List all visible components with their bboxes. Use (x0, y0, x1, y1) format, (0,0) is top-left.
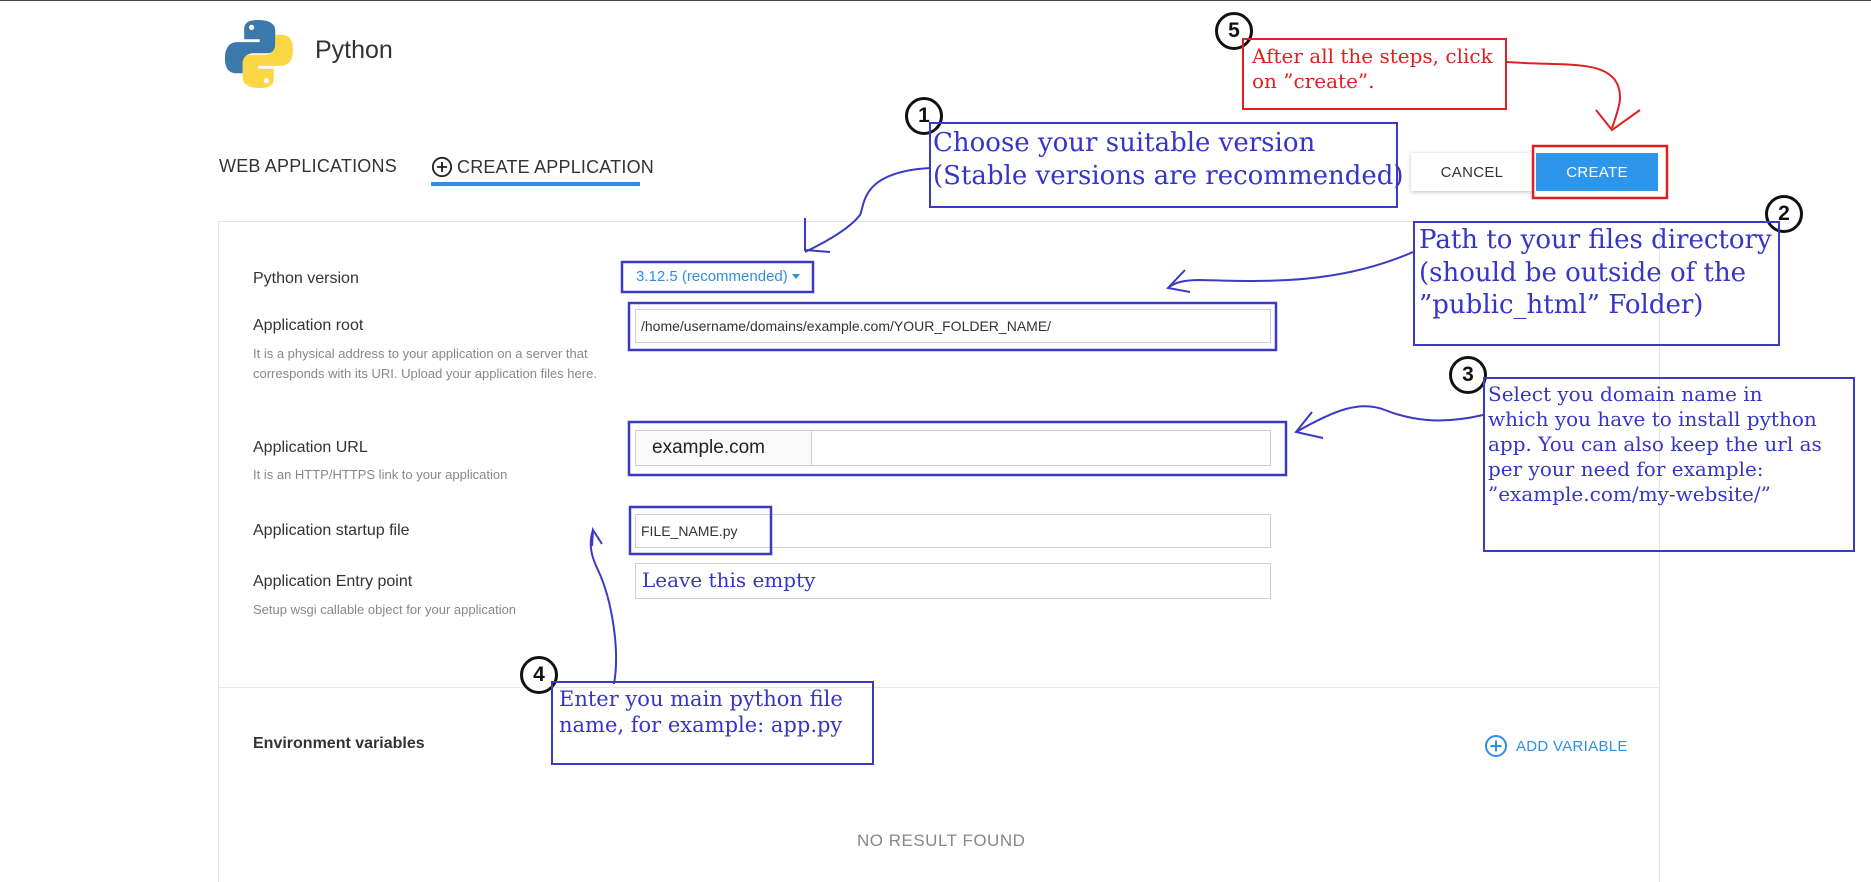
annotation-leave-empty: Leave this empty (642, 568, 816, 592)
startup-file-label: Application startup file (253, 522, 410, 539)
python-logo-icon (224, 19, 294, 89)
section-divider (218, 687, 1659, 688)
app-url-field: example.com (635, 430, 1271, 466)
step-5-text: After all the steps, click on ”create”. (1252, 44, 1493, 93)
window-top-border (0, 0, 1871, 1)
entry-point-description: Setup wsgi callable object for your appl… (253, 602, 517, 617)
create-button[interactable]: CREATE (1536, 153, 1658, 191)
plus-circle-icon (1485, 735, 1507, 757)
step-1-text: Choose your suitable version (Stable ver… (933, 128, 1404, 191)
entry-point-label: Application Entry point (253, 573, 413, 590)
step-3-callout (1483, 377, 1855, 552)
step-3-marker: 3 (1449, 356, 1487, 394)
cancel-button[interactable]: CANCEL (1411, 153, 1533, 191)
add-variable-button[interactable]: ADD VARIABLE (1484, 734, 1628, 758)
app-title: Python (315, 36, 393, 64)
python-version-value: 3.12.5 (recommended) (636, 268, 788, 285)
step-4-callout (551, 681, 874, 765)
python-version-select[interactable]: 3.12.5 (recommended) (636, 268, 800, 285)
step-1-callout (929, 122, 1398, 208)
caret-down-icon (791, 274, 800, 279)
app-url-label: Application URL (253, 439, 368, 456)
app-url-description: It is an HTTP/HTTPS link to your applica… (253, 467, 508, 482)
step-2-marker: 2 (1765, 195, 1803, 233)
plus-circle-icon (431, 156, 453, 178)
app-root-label: Application root (253, 317, 364, 334)
step-4-text: Enter you main python file name, for exa… (559, 687, 843, 738)
python-version-label: Python version (253, 270, 359, 287)
app-root-input[interactable] (635, 309, 1271, 343)
step-5-marker: 5 (1215, 12, 1253, 50)
startup-file-input[interactable] (635, 514, 1271, 548)
app-root-description: It is a physical address to your applica… (253, 346, 597, 381)
tab-create-application[interactable]: CREATE APPLICATION (431, 156, 654, 178)
app-url-path-input[interactable] (812, 431, 1270, 465)
env-empty-state: NO RESULT FOUND (857, 831, 1026, 850)
add-variable-label: ADD VARIABLE (1516, 737, 1628, 755)
active-tab-indicator (431, 182, 640, 186)
tab-create-label: CREATE APPLICATION (457, 156, 654, 177)
step-5-callout (1242, 38, 1507, 110)
step-2-callout (1413, 221, 1780, 346)
entry-point-input[interactable]: Leave this empty (635, 563, 1271, 599)
env-variables-title: Environment variables (253, 735, 425, 752)
step-1-marker: 1 (905, 97, 943, 135)
step-2-text: Path to your files directory (should be … (1419, 225, 1772, 320)
app-url-domain-select[interactable]: example.com (636, 431, 812, 465)
step-3-text: Select you domain name in which you have… (1488, 382, 1822, 506)
tab-web-applications[interactable]: WEB APPLICATIONS (219, 156, 397, 176)
